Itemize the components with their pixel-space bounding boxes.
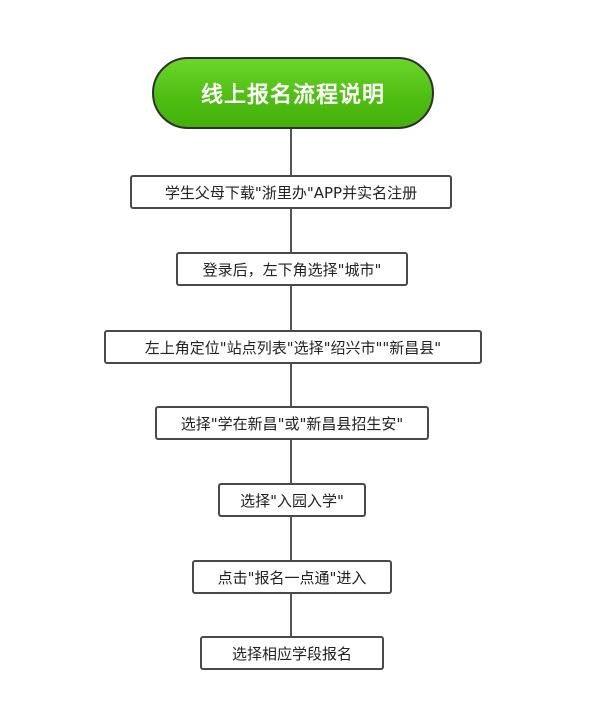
flow-step-6: 点击"报名一点通"进入 [192,560,392,594]
connector-line [290,362,292,406]
flow-step-text: 登录后，左下角选择"城市" [202,260,382,279]
flow-step-4: 选择"学在新昌"或"新昌县招生安" [155,406,429,440]
connector-line [290,515,292,560]
flow-step-text: 选择"学在新昌"或"新昌县招生安" [180,414,404,433]
flow-step-text: 点击"报名一点通"进入 [217,568,367,587]
flow-step-7: 选择相应学段报名 [200,636,384,670]
flow-title: 线上报名流程说明 [152,57,434,129]
flow-title-text: 线上报名流程说明 [200,83,385,108]
flow-step-text: 左上角定位"站点列表"选择"绍兴市""新昌县" [144,338,442,357]
connector-line [290,438,292,483]
connector-line [290,284,292,330]
flow-step-text: 选择相应学段报名 [231,644,352,663]
flow-step-text: 选择"入园入学" [240,491,344,510]
flow-step-3: 左上角定位"站点列表"选择"绍兴市""新昌县" [104,330,482,364]
flow-step-2: 登录后，左下角选择"城市" [176,252,408,286]
flow-step-5: 选择"入园入学" [218,483,366,517]
connector-line [290,592,292,636]
connector-line [290,129,292,175]
connector-line [290,207,292,252]
flow-step-text: 学生父母下载"浙里办"APP并实名注册 [164,183,418,202]
flow-step-1: 学生父母下载"浙里办"APP并实名注册 [130,175,452,209]
